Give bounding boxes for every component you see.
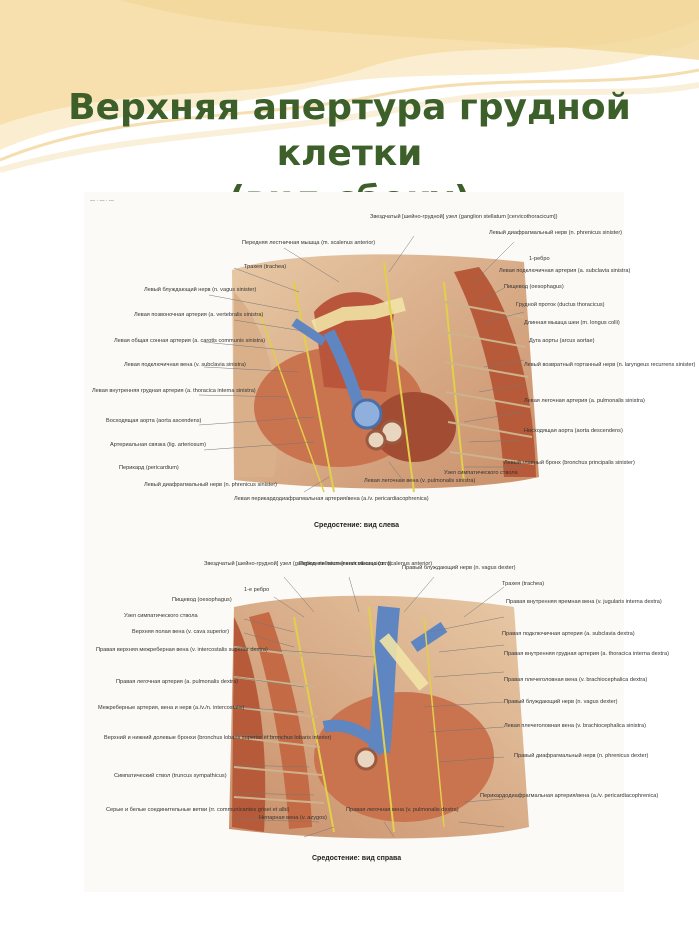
label-thoracica-interna-dextra: Правая внутренняя грудная артерия (a. th… (504, 651, 669, 657)
page-margin-mark: — · — · — (90, 198, 114, 204)
label-vagus-sinister: Левый блуждающий нерв (n. vagus sinister… (144, 287, 257, 293)
label-subclavia-vena: Левая подключичная вена (v. subclavia si… (124, 362, 246, 368)
label-pulmonalis-vena: Левая легочная вена (v. pulmonalis sinis… (364, 478, 476, 484)
label-sympathetic-ganglion: Узел симпатического ствола (444, 470, 518, 476)
label-pulmonalis-sinistra: Левая легочная артерия (a. pulmonalis si… (524, 398, 645, 404)
anatomy-sheet: — · — · — Звездчатый [шейно-грудной] узе… (84, 192, 695, 892)
label-intercostalis-superior: Правая верхняя межреберная вена (v. inte… (96, 647, 268, 653)
label-aorta-ascendens: Восходящая аорта (aorta ascendens) (106, 418, 202, 424)
label-aorta-descendens: Нисходящая аорта (aorta descendens) (524, 428, 623, 434)
label-ductus-thoracicus: Грудной проток (ductus thoracicus) (516, 302, 605, 308)
label-vertebralis-sinistra: Левая позвоночная артерия (a. vertebrali… (134, 312, 264, 318)
label-rib-1-right: 1-е ребро (244, 587, 270, 593)
figure-right-caption: Средостение: вид справа (312, 855, 402, 862)
label-lig-arteriosum: Артериальная связка (lig. arteriosum) (110, 442, 207, 448)
label-jugularis-interna: Правая внутренняя яремная вена (v. jugul… (506, 599, 662, 605)
label-pulmonalis-vena-dextra: Правая легочная вена (v. pulmonalis dext… (346, 807, 459, 813)
label-longus-colli: Длинная мышца шеи (m. longus colli) (524, 320, 620, 326)
mediastinum-right-illustration (229, 576, 529, 839)
label-brachiocephalica-dextra: Правая плечеголовная вена (v. brachiocep… (504, 677, 648, 683)
label-subclavia-sinistra: Левая подключичная артерия (a. subclavia… (499, 268, 631, 274)
label-scalenus-anterior: Передняя лестничная мышца (m. scalenus a… (242, 240, 376, 246)
label-vagus-dexter-lower: Правый блуждающий нерв (n. vagus dexter) (504, 699, 618, 705)
label-phrenicus-sinister-lower: Левый диафрагмальный нерв (n. phrenicus … (144, 482, 278, 488)
label-trachea: Трахея (trachea) (244, 264, 287, 270)
slide-title-line1: Верхняя апертура грудной клетки (68, 87, 631, 174)
label-brachiocephalica-sinistra: Левая плечеголовная вена (v. brachioceph… (504, 723, 646, 729)
label-ganglion-stellatum-right: Звездчатый [шейно-грудной] узел (ganglio… (204, 561, 392, 567)
label-pulmonalis-dextra: Правая легочная артерия (a. pulmonalis d… (116, 679, 239, 685)
label-thoracica-interna: Левая внутренняя грудная артерия (a. tho… (92, 388, 256, 394)
label-pericardiacophrenica: Левая перикардодиафрагмальная артерия/ве… (234, 496, 429, 502)
label-phrenicus-sinister: Левый диафрагмальный нерв (n. phrenicus … (489, 230, 623, 236)
label-trachea-right: Трахея (trachea) (502, 581, 545, 587)
label-ganglion-stellatum: Звездчатый [шейно-грудной] узел (ganglio… (370, 214, 558, 220)
label-oesophagus-right: Пищевод (oesophagus) (172, 597, 232, 603)
header-swoosh-decoration (0, 0, 699, 173)
label-vagus-dexter: Правый блуждающий нерв (n. vagus dexter) (402, 565, 516, 571)
label-scalenus-anterior-right: Передняя лестничная мышца (m. scalenus a… (299, 561, 433, 567)
label-pericardiacophrenica-right: Перикардодиафрагмальная артерия/вена (a.… (480, 793, 659, 799)
label-phrenicus-dexter: Правый диафрагмальный нерв (n. phrenicus… (514, 753, 649, 759)
label-bronchus-lobaris: Верхний и нижний долевые бронхи (bronchu… (104, 735, 332, 741)
label-recurrens-sinister: Левый возвратный гортанный нерв (n. lary… (524, 362, 696, 368)
label-oesophagus: Пищевод (oesophagus) (504, 284, 564, 290)
label-arcus-aortae: Дуга аорты (arcus aortae) (529, 338, 595, 344)
label-pericardium: Перикард (pericardium) (119, 465, 179, 471)
figure-right-view: Звездчатый [шейно-грудной] узел (ganglio… (84, 537, 669, 892)
label-truncus-sympathicus: Симпатический ствол (truncus sympathicus… (114, 773, 227, 779)
mediastinum-left-illustration (198, 235, 539, 493)
label-carotis-communis: Левая общая сонная артерия (a. carotis c… (114, 338, 266, 344)
label-rr-communicantes: Серые и белые соединительные ветви (rr. … (106, 807, 290, 813)
figure-left-view: — · — · — Звездчатый [шейно-грудной] узе… (84, 192, 695, 537)
label-azygos: Непарная вена (v. azygos) (259, 815, 327, 821)
label-sympathetic-ganglion-right: Узел симпатического ствола (124, 613, 198, 619)
label-cava-superior: Верхняя полая вена (v. cava superior) (132, 629, 229, 635)
label-bronchus-principalis: Левый главный бронх (bronchus principali… (504, 460, 635, 466)
label-intercostalis: Межреберные артерия, вена и нерв (a./v./… (98, 705, 245, 711)
label-subclavia-dextra: Правая подключичная артерия (a. subclavi… (502, 631, 635, 637)
figure-left-caption: Средостение: вид слева (314, 522, 400, 529)
label-rib-1: 1-ребро (529, 256, 550, 262)
